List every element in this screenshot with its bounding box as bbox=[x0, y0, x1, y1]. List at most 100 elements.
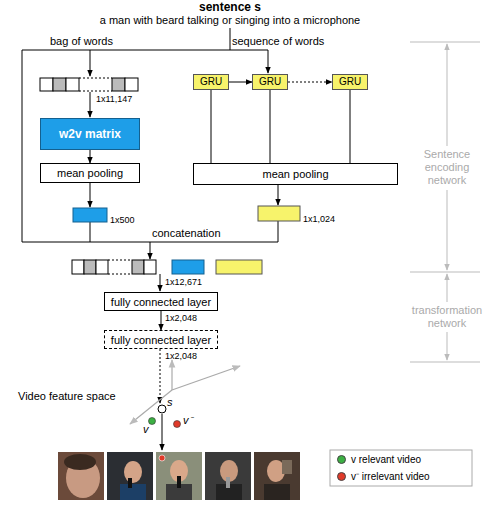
sentence-point bbox=[158, 405, 166, 413]
microphone-shape bbox=[177, 476, 181, 488]
box-label: fully connected layer bbox=[111, 296, 211, 308]
microphone-shape bbox=[128, 478, 132, 488]
bracket-tick bbox=[410, 272, 480, 273]
bracket-tick bbox=[410, 362, 480, 363]
legend-text: v relevant video bbox=[351, 454, 421, 465]
flow-line bbox=[278, 185, 279, 205]
flow-line bbox=[22, 50, 268, 242]
bracket-arrow bbox=[447, 274, 448, 302]
connector-arrow bbox=[288, 82, 332, 83]
connector-arrow bbox=[161, 311, 162, 330]
bracket-arrow bbox=[447, 332, 448, 360]
text-label: 1x500 bbox=[110, 214, 160, 227]
w2v-vector bbox=[172, 260, 204, 274]
legend-box bbox=[330, 450, 472, 486]
body-shape bbox=[264, 484, 290, 500]
flow-line bbox=[90, 222, 91, 242]
text-label: 1x1,024 bbox=[303, 213, 363, 226]
vector-gap bbox=[79, 78, 112, 91]
flow-line bbox=[150, 242, 151, 259]
text-label: 1x2,048 bbox=[165, 350, 225, 363]
text-label: 1x12,671 bbox=[165, 276, 225, 289]
dotted-arrow bbox=[160, 349, 161, 403]
box-label: GRU bbox=[339, 76, 361, 88]
vector-cell bbox=[132, 260, 144, 274]
box-label: mean pooling bbox=[57, 167, 123, 179]
vector-cell bbox=[112, 78, 125, 91]
text-label: v bbox=[143, 423, 157, 436]
box-label: GRU bbox=[200, 76, 222, 88]
flow-line bbox=[90, 50, 91, 76]
legend-swatch bbox=[337, 472, 346, 481]
gru-vector bbox=[258, 206, 300, 221]
text-label: v⁻ bbox=[183, 414, 203, 427]
gru-cell: GRU bbox=[193, 74, 229, 90]
vector-cell bbox=[40, 78, 53, 91]
text-label: 1x2,048 bbox=[165, 312, 225, 325]
flow-line bbox=[230, 28, 231, 50]
flow-line bbox=[160, 274, 161, 291]
vector-cell bbox=[53, 78, 66, 91]
vector-cell bbox=[66, 78, 79, 91]
box-label: fully connected layer bbox=[111, 334, 211, 346]
gru-cell: GRU bbox=[332, 74, 368, 90]
legend-entry: v⁻ irrelevant video bbox=[337, 469, 430, 483]
video-thumbnail bbox=[107, 452, 153, 500]
video-thumbnail bbox=[156, 452, 202, 500]
video-thumbnail bbox=[254, 452, 300, 500]
legend-text: v⁻ irrelevant video bbox=[351, 469, 430, 483]
vector-cell bbox=[125, 78, 138, 91]
pooling-box: mean pooling bbox=[193, 163, 398, 185]
vector-cell bbox=[144, 260, 156, 274]
text-label: s bbox=[167, 396, 181, 409]
connector-arrow bbox=[229, 82, 252, 83]
microphone-shape bbox=[226, 477, 230, 488]
vector-cell bbox=[84, 260, 96, 274]
text-label: sequence of words bbox=[232, 35, 342, 48]
text-label: sentence s bbox=[130, 1, 330, 14]
video-thumbnail bbox=[205, 452, 251, 500]
legend-swatch bbox=[337, 455, 346, 464]
fc-layer-box: fully connected layer bbox=[104, 330, 218, 349]
vector-gap bbox=[108, 260, 132, 274]
flow-line bbox=[278, 221, 279, 242]
pooling-box: mean pooling bbox=[40, 163, 140, 183]
axis-line bbox=[172, 366, 240, 390]
axis-line bbox=[171, 360, 172, 390]
connector-arrow bbox=[270, 90, 271, 163]
axis-line bbox=[130, 390, 172, 424]
vector-cell bbox=[72, 260, 84, 274]
connector-arrow bbox=[350, 90, 351, 163]
box-label: mean pooling bbox=[262, 168, 328, 180]
hair-shape bbox=[64, 454, 96, 470]
irrelevant-point bbox=[174, 421, 181, 428]
gru-cell: GRU bbox=[252, 74, 288, 90]
relevant-point bbox=[149, 418, 156, 425]
gru-vector bbox=[216, 260, 262, 274]
body-shape bbox=[120, 484, 146, 500]
flow-line bbox=[90, 92, 91, 117]
bracket-arrow bbox=[447, 44, 448, 146]
text-label: Sentence encoding network bbox=[414, 148, 480, 187]
text-label: bag of words bbox=[50, 35, 140, 48]
text-label: 1x11,147 bbox=[96, 93, 156, 106]
embedding-box: w2v matrix bbox=[40, 118, 140, 150]
video-thumbnail bbox=[58, 452, 104, 500]
text-label: Video feature space bbox=[18, 390, 148, 403]
flow-line bbox=[90, 183, 91, 207]
text-label: transformation network bbox=[402, 304, 490, 330]
relevant-marker bbox=[159, 455, 165, 461]
face-shape bbox=[124, 461, 142, 483]
w2v-vector bbox=[73, 208, 107, 222]
box-label: GRU bbox=[259, 76, 281, 88]
connector-arrow bbox=[90, 150, 91, 163]
legend-entry: v relevant video bbox=[337, 454, 421, 465]
fc-layer-box: fully connected layer bbox=[104, 292, 218, 311]
bracket-arrow bbox=[447, 190, 448, 270]
vector-cell bbox=[96, 260, 108, 274]
box-label: w2v matrix bbox=[59, 128, 121, 140]
flow-line bbox=[162, 414, 163, 450]
text-label: a man with beard talking or singing into… bbox=[70, 14, 390, 27]
